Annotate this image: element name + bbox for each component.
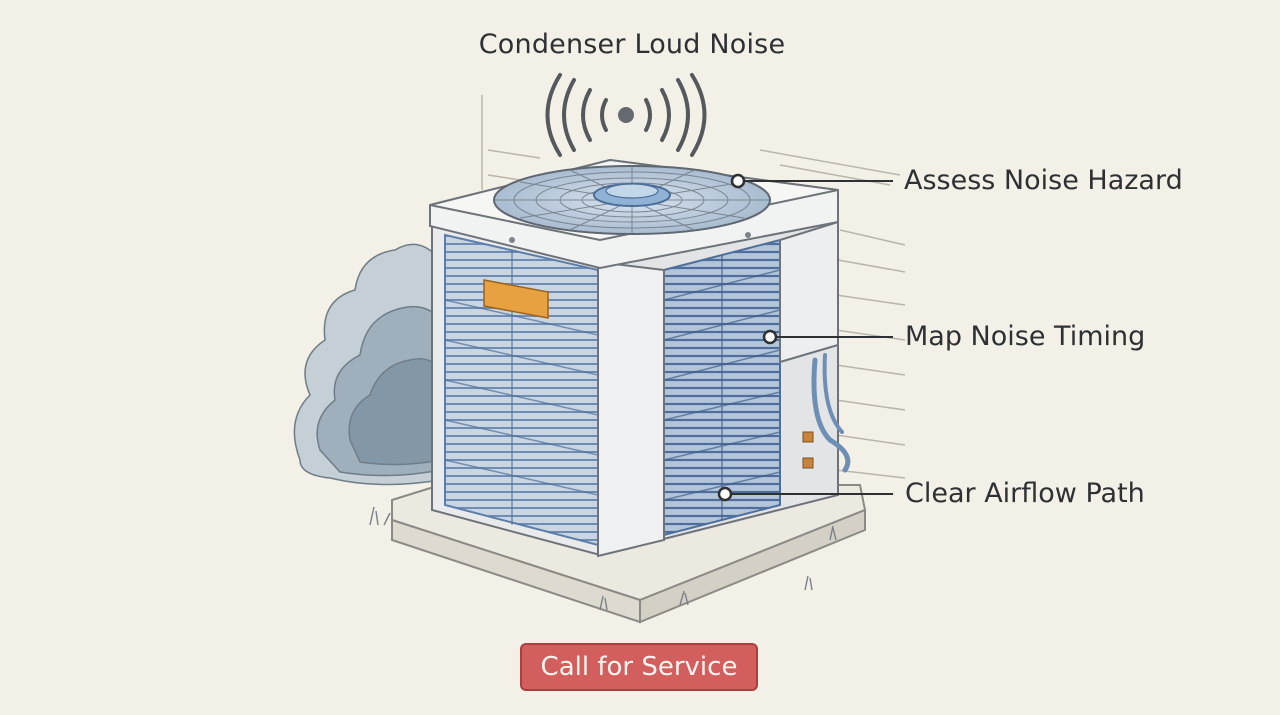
callout-map-noise-timing: Map Noise Timing — [905, 321, 1146, 352]
refrigerant-pipes — [802, 353, 851, 473]
grass — [369, 506, 837, 611]
condenser-front-face — [431, 220, 601, 557]
hazard-marker-icon — [730, 173, 746, 189]
callout-lines — [725, 180, 893, 495]
diagram-title: Condenser Loud Noise — [478, 29, 786, 60]
sound-waves-icon — [545, 73, 707, 157]
airflow-marker-icon — [717, 486, 733, 502]
bush — [293, 243, 441, 486]
house-wall — [481, 95, 906, 479]
timing-marker-icon — [762, 329, 778, 345]
callout-clear-airflow-path: Clear Airflow Path — [905, 478, 1145, 509]
condenser-corner-post — [597, 260, 665, 558]
callout-assess-noise-hazard: Assess Noise Hazard — [904, 165, 1183, 196]
call-for-service-button[interactable]: Call for Service — [520, 643, 758, 691]
callout-markers — [717, 173, 778, 502]
